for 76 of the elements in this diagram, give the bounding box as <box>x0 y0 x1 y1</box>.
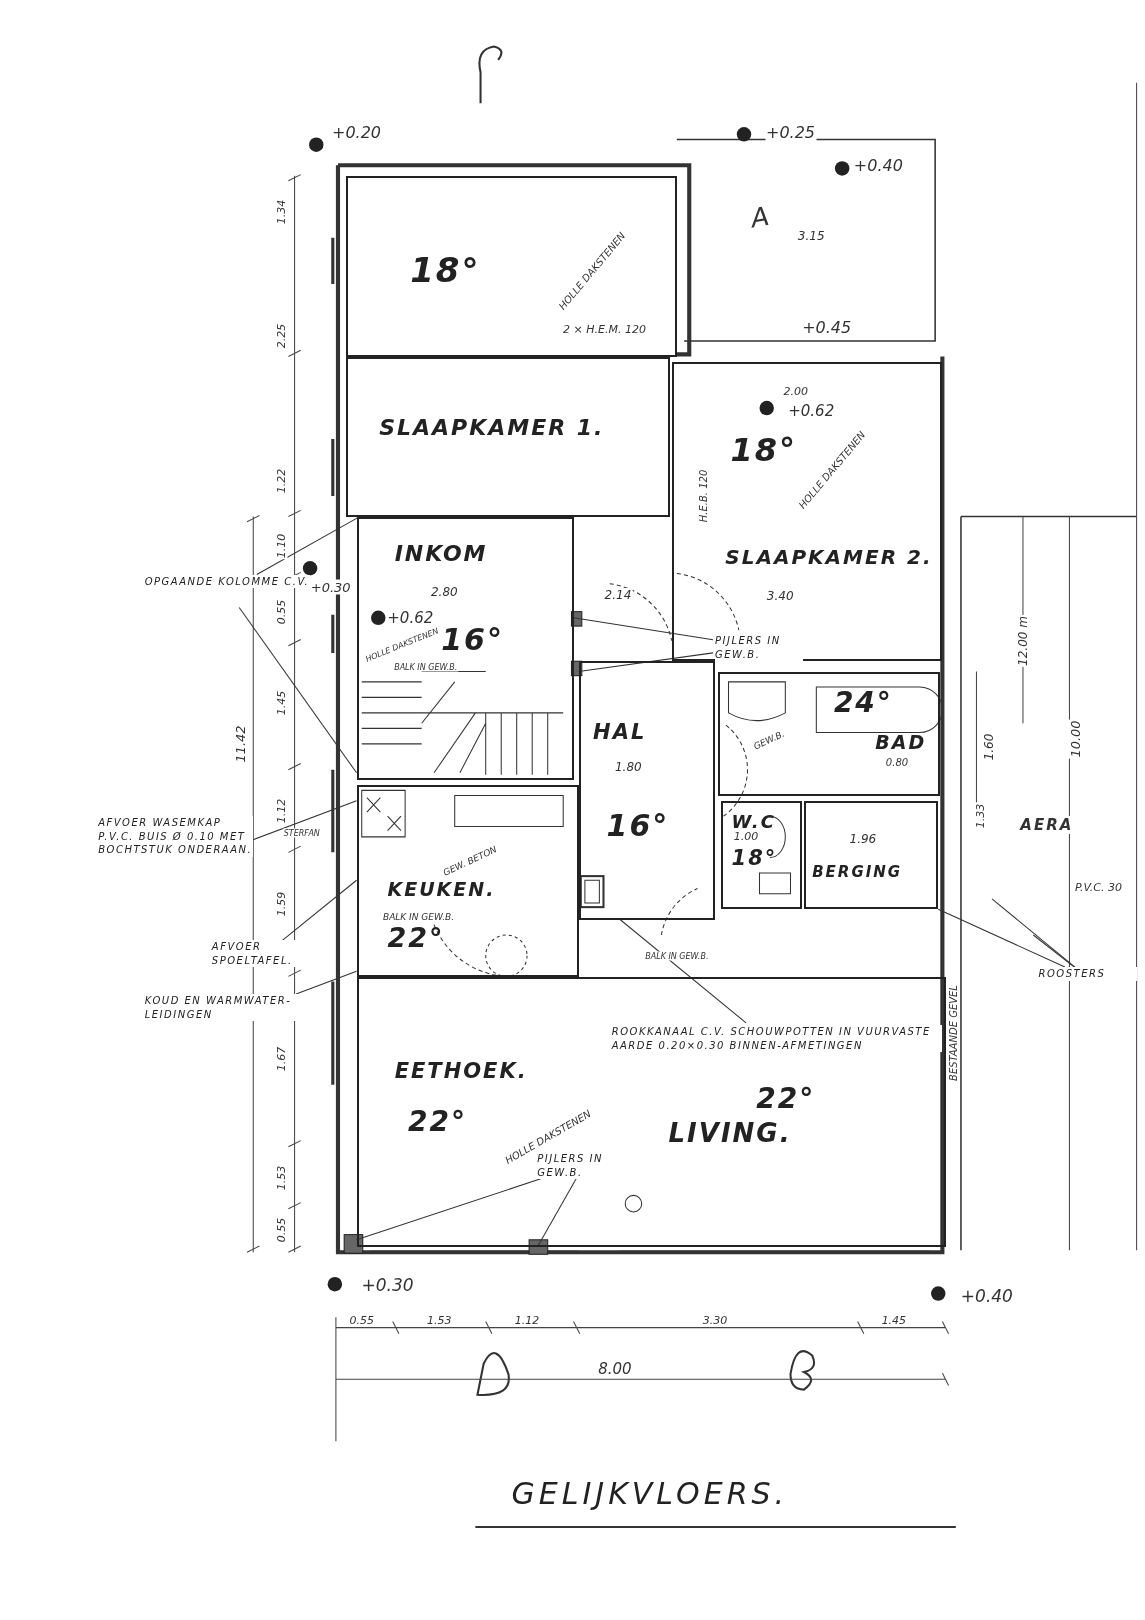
annotation-text: OPGAANDE KOLOMME C.V. <box>144 574 310 589</box>
dimension-label: 1.53 <box>425 1313 453 1327</box>
dimension-label: 1.80 <box>613 759 643 774</box>
dimension-label: 2.00 <box>782 384 809 398</box>
dimension-label: 1.45 <box>880 1313 908 1327</box>
dimension-label: 1.33 <box>973 803 987 830</box>
room-name: EETHOEK. <box>394 1059 528 1084</box>
room-outline <box>578 661 716 920</box>
leader-line <box>1032 934 1075 968</box>
leader-line <box>238 607 358 774</box>
dimension-label: 0.55 <box>274 598 288 625</box>
drawing-title: GELIJKVLOERS. <box>511 1475 789 1511</box>
leader-line <box>282 879 358 941</box>
room-name: KEUKEN. <box>387 878 496 901</box>
leader-line <box>295 970 358 995</box>
leader-line <box>356 1178 542 1241</box>
dimension-label: 1.34 <box>274 198 288 226</box>
annotation-text: PIJLERS IN GEW.B. <box>715 634 803 662</box>
dimension-label: 0.55 <box>348 1313 375 1327</box>
temperature-label: 18° <box>730 430 798 469</box>
room-name: BERGING <box>812 862 903 881</box>
dimension-label: 1.00 <box>732 829 760 843</box>
annotation-text: BALK IN GEW.B. <box>382 911 456 922</box>
room-outline <box>346 175 677 357</box>
annotation-text: H.E.B. 120 <box>697 468 709 524</box>
annotation-text: P.V.C. 30 <box>1073 880 1123 894</box>
temperature-label: 22° <box>408 1104 468 1138</box>
room-outline <box>721 800 802 910</box>
room-outline <box>803 800 939 910</box>
leader-line <box>619 919 747 1024</box>
room-name: HAL <box>593 720 647 745</box>
annotation-text: AFVOER WASEMKAP P.V.C. BUIS Ø 0.10 MET BOCHTSTUK ONDERAAN. <box>98 816 254 857</box>
temperature-label: 24° <box>833 686 893 720</box>
dimension-label: 1.53 <box>274 1164 288 1192</box>
dimension-label: 2.25 <box>274 322 288 350</box>
dimension-label: 1.59 <box>274 890 288 918</box>
dimension-label: 1.10 <box>274 532 288 559</box>
leader-line <box>536 1178 577 1248</box>
temperature-label: 16° <box>606 808 670 844</box>
dimension-label: 1.67 <box>274 1045 288 1073</box>
annotation-text: STERFAN <box>282 828 321 838</box>
temperature-label: 16° <box>441 622 504 657</box>
room-name: LIVING. <box>668 1118 792 1149</box>
dimension-label: 0.55 <box>274 1216 288 1243</box>
dimension-label: 1.12 <box>274 797 288 825</box>
dimension-label: 1.22 <box>274 467 288 494</box>
room-name: INKOM <box>394 541 488 567</box>
annotation-text: ROOKKANAAL C.V. SCHOUWPOTTEN IN VUURVASTE AARDE 0.20×0.30 BINNEN-AFMETINGEN <box>611 1025 943 1053</box>
level-label: +0.30 <box>309 579 352 595</box>
dimension-label: 1.60 <box>981 732 996 762</box>
temperature-label: 18° <box>731 846 778 871</box>
room-outline <box>356 976 946 1248</box>
temperature-label: 22° <box>756 1081 816 1115</box>
dimension-label: 0.80 <box>884 756 910 768</box>
dimension-label: 3.30 <box>701 1313 729 1327</box>
temperature-label: 22° <box>387 921 445 953</box>
annotation-text: BALK IN GEW.B. <box>644 951 710 961</box>
room-outline <box>718 671 941 796</box>
dimension-label: 1.45 <box>274 689 288 716</box>
annotation-text: ROOSTERS <box>1038 967 1137 981</box>
leader-line <box>578 652 714 673</box>
annotation-text: BALK IN GEW.B. <box>393 662 459 672</box>
annotation-text: 2 × H.E.M. 120 <box>562 322 647 336</box>
room-outline <box>346 356 670 517</box>
room-outline <box>356 785 579 977</box>
room-name: SLAAPKAMER 1. <box>379 415 605 441</box>
room-outline <box>356 516 574 781</box>
leader-line <box>252 800 358 841</box>
dimension-label: 3.15 <box>796 228 826 243</box>
dimension-label: 10.00 <box>1067 719 1083 759</box>
room-name: BAD <box>875 730 927 753</box>
dimension-label: 1.12 <box>513 1313 541 1327</box>
room-name: SLAAPKAMER 2. <box>725 544 933 569</box>
temperature-label: 18° <box>410 250 481 290</box>
leader-line <box>573 617 714 641</box>
leader-line <box>937 908 1066 968</box>
